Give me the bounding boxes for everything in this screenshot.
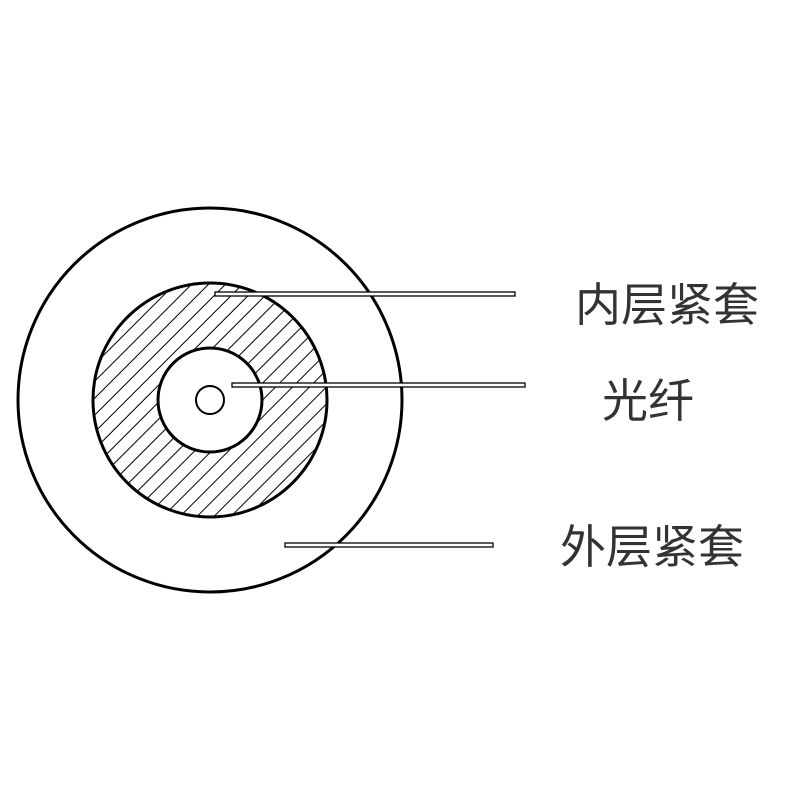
leader-line-outer-sleeve bbox=[284, 542, 494, 548]
leader-line-inner-sleeve bbox=[214, 291, 516, 297]
label-inner-sleeve: 内层紧套 bbox=[575, 278, 759, 332]
label-fiber: 光纤 bbox=[602, 374, 694, 428]
fiber-core-circle bbox=[195, 385, 225, 415]
leader-line-fiber bbox=[231, 382, 526, 388]
label-outer-sleeve: 外层紧套 bbox=[560, 520, 744, 574]
